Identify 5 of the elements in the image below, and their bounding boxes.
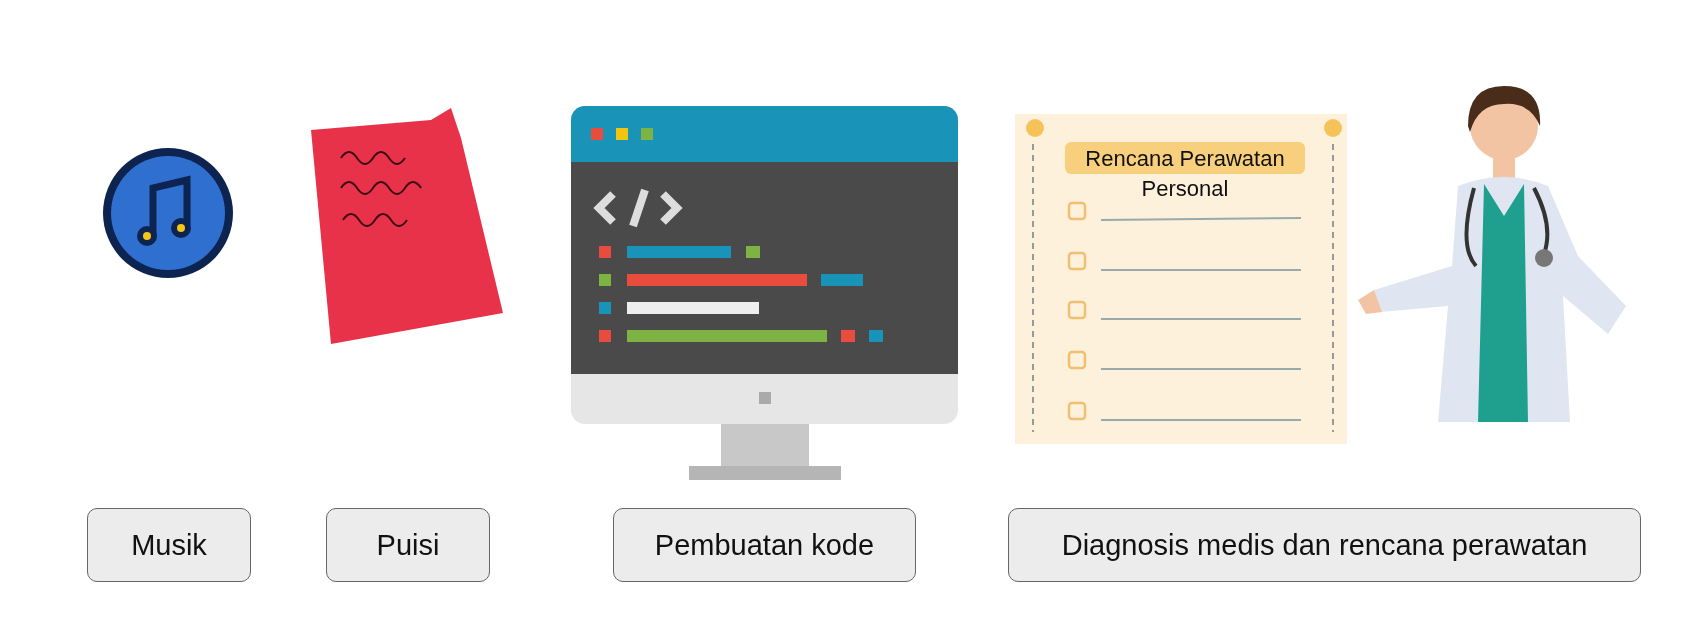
label-box: Pembuatan kode	[613, 508, 916, 582]
label-box: Diagnosis medis dan rencana perawatan	[1008, 508, 1641, 582]
label-box: Musik	[87, 508, 251, 582]
label-box: Puisi	[326, 508, 490, 582]
card-heading: Rencana Perawatan Personal	[1084, 145, 1286, 203]
